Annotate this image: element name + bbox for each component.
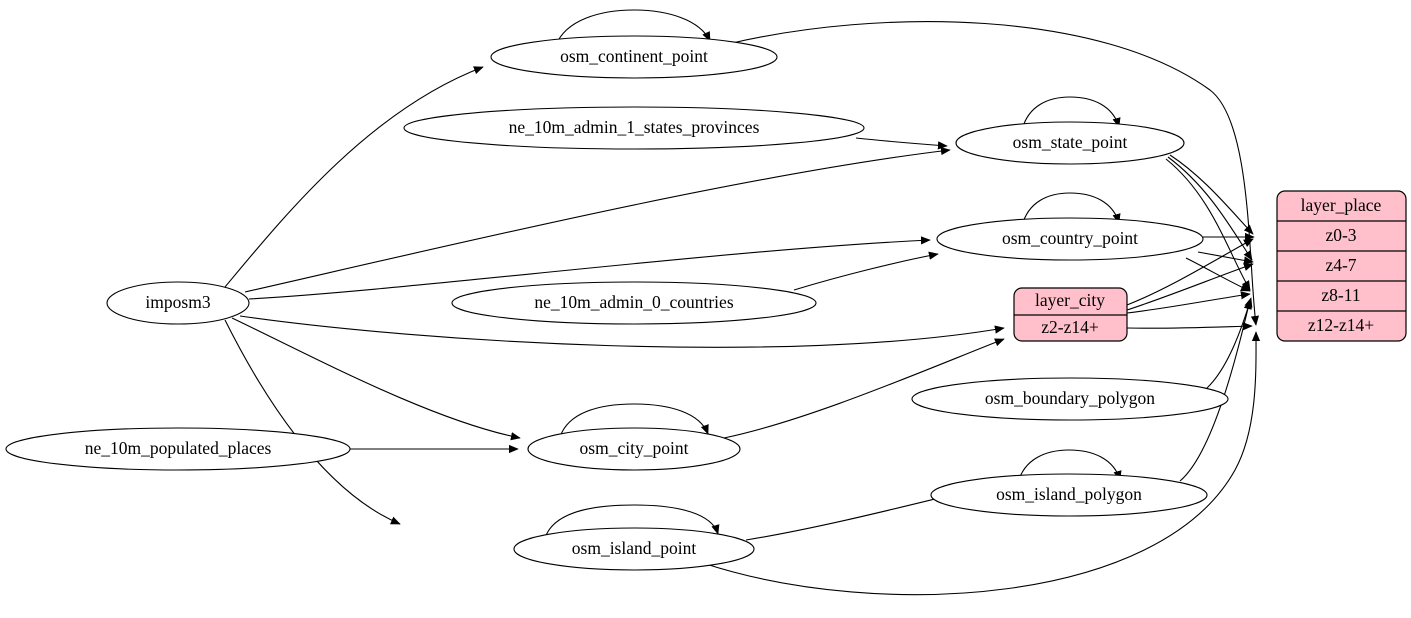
edge-layer_city-to-layer_place-z8_11 bbox=[1126, 291, 1251, 314]
node-osm_island_point[interactable]: osm_island_point bbox=[513, 527, 755, 571]
edge-osm_state_point-to-layer_place-z8_11 bbox=[1165, 158, 1251, 291]
node-osm_state_point[interactable]: osm_state_point bbox=[955, 121, 1185, 165]
edge-osm_country_point-to-layer_place-z4_7 bbox=[1197, 251, 1254, 265]
edge-self-osm_continent_point bbox=[555, 9, 711, 46]
node-osm_continent_point[interactable]: osm_continent_point bbox=[490, 35, 778, 79]
record-node-layer_city[interactable]: layer_city z2-z14+ bbox=[1013, 287, 1128, 342]
edge-imposm3-to-osm_continent_point bbox=[224, 66, 484, 288]
edge-ne_10m_admin_0_countries-to-osm_country_point bbox=[793, 251, 939, 291]
record-nodes-layer: layer_place z0-3 z4-7 z8-11 z12-z14+ lay… bbox=[1013, 190, 1407, 342]
node-osm_boundary_polygon[interactable]: osm_boundary_polygon bbox=[911, 377, 1229, 421]
edge-osm_country_point-to-layer_place-z8_11 bbox=[1185, 257, 1251, 292]
edge-self-osm_state_point bbox=[1021, 96, 1121, 131]
node-osm_country_point[interactable]: osm_country_point bbox=[936, 217, 1204, 261]
edge-layer_city-to-layer_place-z4_7 bbox=[1126, 263, 1254, 311]
edge-self-osm_island_point bbox=[544, 504, 720, 539]
node-osm_island_polygon[interactable]: osm_island_polygon bbox=[930, 473, 1208, 517]
edge-layer_city-to-layer_place-z0_3 bbox=[1126, 238, 1254, 306]
edges-layer bbox=[224, 9, 1261, 596]
edge-imposm3-to-osm_country_point bbox=[248, 236, 931, 300]
edge-osm_state_point-to-layer_place-z0_3 bbox=[1169, 154, 1254, 235]
edge-imposm3-to-osm_state_point bbox=[244, 146, 951, 293]
edge-layer_city-to-layer_place-z12 bbox=[1126, 322, 1253, 331]
record-node-layer_place[interactable]: layer_place z0-3 z4-7 z8-11 z12-z14+ bbox=[1276, 190, 1407, 342]
edge-osm_state_point-to-layer_place-z4_7 bbox=[1167, 156, 1253, 261]
node-ne_10m_populated_places[interactable]: ne_10m_populated_places bbox=[5, 427, 351, 471]
edge-self-osm_city_point bbox=[559, 403, 709, 438]
node-ne_10m_admin_1_states_provinces[interactable]: ne_10m_admin_1_states_provinces bbox=[403, 106, 865, 150]
edge-self-osm_island_polygon bbox=[1017, 449, 1122, 484]
edge-imposm3-to-layer_city bbox=[239, 315, 1005, 348]
edge-osm_boundary_polygon-to-layer_place-z8_11 bbox=[1206, 297, 1253, 389]
edge-self-osm_country_point bbox=[1021, 192, 1121, 227]
node-imposm3[interactable]: imposm3 bbox=[106, 281, 250, 325]
node-ne_10m_admin_0_countries[interactable]: ne_10m_admin_0_countries bbox=[451, 281, 817, 325]
edge-osm_city_point-to-layer_city bbox=[723, 338, 1005, 439]
edge-imposm3-to-osm_island_point bbox=[224, 319, 401, 525]
edge-osm_island_point-to-layer_place-z12 bbox=[705, 331, 1261, 596]
edge-ne_10m_admin_1_states_provinces-to-osm_state_point bbox=[855, 137, 948, 150]
edge-imposm3-to-osm_city_point bbox=[231, 317, 521, 441]
node-osm_city_point[interactable]: osm_city_point bbox=[527, 427, 741, 471]
edge-osm_continent_point-to-layer_place-z12 bbox=[727, 21, 1259, 326]
